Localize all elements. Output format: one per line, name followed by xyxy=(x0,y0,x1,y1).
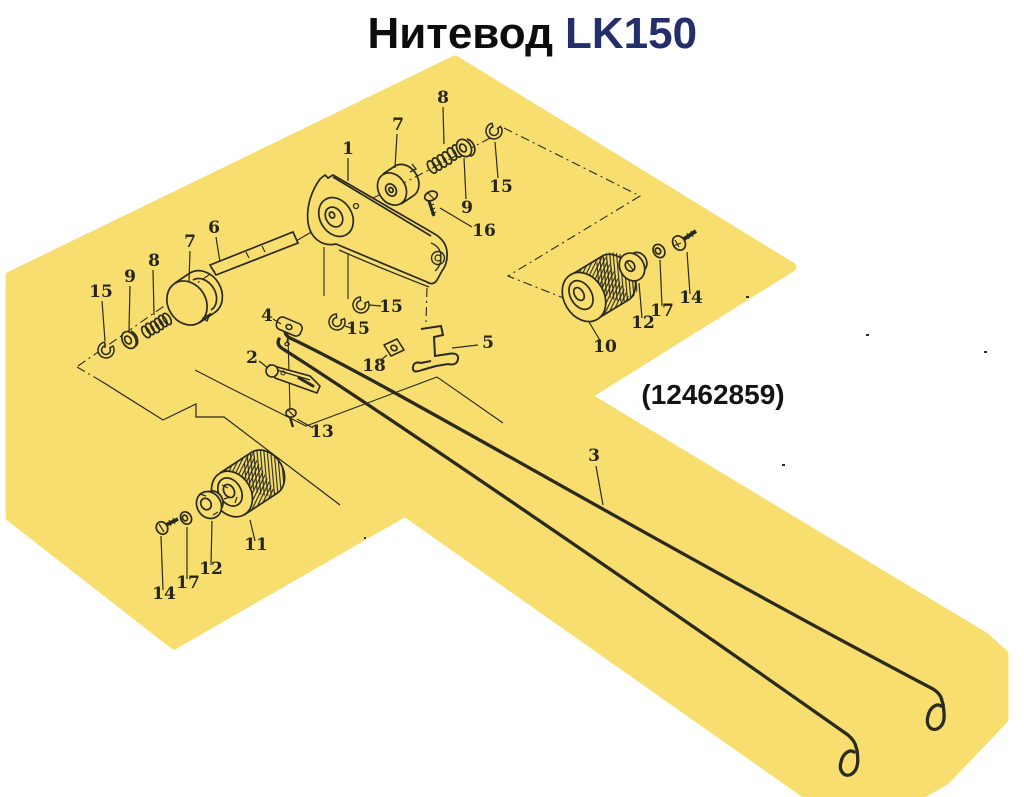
part-9-washer-left xyxy=(120,330,139,350)
callout-17-bottom-label: 17 xyxy=(176,573,200,593)
callout-7-right-label: 7 xyxy=(392,115,404,135)
phantom-outline-left xyxy=(100,380,341,506)
leader-12-right xyxy=(638,282,643,319)
leader-14-right xyxy=(686,251,691,295)
callout-3-label: 3 xyxy=(588,446,600,466)
centerline-right-diamond xyxy=(503,127,642,300)
callout-10-label: 10 xyxy=(593,337,617,357)
part-16-screw xyxy=(423,190,439,217)
leader-2 xyxy=(258,360,269,369)
leader-7-right xyxy=(394,133,398,169)
knob-11-group xyxy=(155,449,286,536)
part-7-cup-left xyxy=(166,269,224,326)
leader-12-bottom xyxy=(210,520,213,566)
callout-2-label: 2 xyxy=(246,348,258,368)
part-14-screw-bottom xyxy=(155,517,179,536)
leader-11 xyxy=(249,519,256,542)
center-small-parts xyxy=(265,316,460,428)
part-17-washer-right xyxy=(652,243,666,259)
stray-mark xyxy=(782,464,785,466)
callout-12-right-label: 12 xyxy=(631,313,655,333)
part-code: (12462859) xyxy=(641,379,784,410)
leader-13 xyxy=(296,418,314,429)
leader-15-left xyxy=(101,300,106,342)
callout-14-bottom-label: 14 xyxy=(152,584,176,604)
leader-6 xyxy=(215,236,221,263)
part-3-wire-upper xyxy=(283,326,946,731)
callout-1-label: 1 xyxy=(342,139,354,159)
leader-15-top-right xyxy=(494,141,499,179)
callout-8-right-label: 8 xyxy=(437,88,449,108)
knob-10-group xyxy=(561,229,698,323)
leader-7-left xyxy=(188,250,191,282)
left-group xyxy=(95,230,300,361)
callout-14-right-label: 14 xyxy=(679,288,703,308)
leader-14-bottom xyxy=(160,535,164,591)
callout-7-left-label: 7 xyxy=(184,232,196,252)
model-number: LK150 xyxy=(565,9,697,58)
leader-9-left xyxy=(128,285,131,331)
callout-9-left-label: 9 xyxy=(124,267,136,287)
centerline-screw16-drop xyxy=(425,287,428,323)
callout-9-right-label: 9 xyxy=(461,198,473,218)
callout-15-top-right-label: 15 xyxy=(489,177,513,197)
stray-mark xyxy=(364,537,366,539)
part-9-washer-right xyxy=(455,138,476,158)
main-housing-group xyxy=(306,119,506,333)
callout-4-label: 4 xyxy=(261,306,273,326)
callout-12-bottom-label: 12 xyxy=(199,559,223,579)
part-11-knob xyxy=(210,449,286,518)
phantom-outline-mid xyxy=(194,369,504,427)
part-3-wires xyxy=(276,326,946,777)
leader-4 xyxy=(272,318,282,325)
callout-15-mid-b-label: 15 xyxy=(346,319,370,339)
leader-8-right xyxy=(442,106,445,145)
leader-5 xyxy=(451,344,479,349)
part-14-screw-right xyxy=(671,229,698,251)
callout-18-label: 18 xyxy=(362,356,386,376)
part-12-disc-right xyxy=(618,251,648,282)
callout-15-left-label: 15 xyxy=(89,282,113,302)
stray-mark xyxy=(746,296,749,298)
callout-8-left-label: 8 xyxy=(148,251,160,271)
leader-9-right xyxy=(463,157,467,200)
centerline-top-axis xyxy=(397,135,495,187)
part-5-spring-bracket xyxy=(411,324,460,373)
part-2-lever xyxy=(265,363,321,395)
leader-3 xyxy=(595,465,604,506)
stray-mark xyxy=(984,351,987,353)
callout-13-label: 13 xyxy=(310,422,334,442)
part-8-spring-left xyxy=(140,312,173,339)
part-13-screw xyxy=(285,407,297,428)
leader-17-right xyxy=(659,259,663,307)
part-17-washer-bottom xyxy=(179,510,193,526)
leader-15-mid-b xyxy=(344,325,352,329)
callout-11-label: 11 xyxy=(244,535,268,555)
stray-mark xyxy=(866,334,869,336)
yellow-panel xyxy=(5,55,1009,797)
part-18-square-nut xyxy=(383,338,405,357)
leader-15-mid-a xyxy=(368,304,382,307)
callout-16-label: 16 xyxy=(472,221,496,241)
leader-16 xyxy=(439,207,473,228)
centerline-left-drop xyxy=(76,366,102,382)
leader-10 xyxy=(588,321,602,343)
leader-lines xyxy=(101,106,691,591)
leader-18 xyxy=(379,354,388,362)
part-1-housing xyxy=(306,173,448,288)
part-6-shaft xyxy=(208,230,300,277)
page-title: Нитевод xyxy=(367,9,553,58)
callout-17-right-label: 17 xyxy=(650,301,674,321)
leader-8-left xyxy=(152,269,155,316)
callout-6-label: 6 xyxy=(208,218,220,238)
callout-labels: 1 7 8 9 15 16 6 7 8 9 15 4 2 13 15 15 18… xyxy=(89,88,703,604)
part-7-roller-right xyxy=(376,163,420,206)
callout-15-mid-a-label: 15 xyxy=(379,297,403,317)
scan-noise xyxy=(364,296,987,539)
part-3-wire-lower xyxy=(276,337,860,777)
callout-5-label: 5 xyxy=(482,333,494,353)
part-12-nut-bottom xyxy=(195,490,224,520)
